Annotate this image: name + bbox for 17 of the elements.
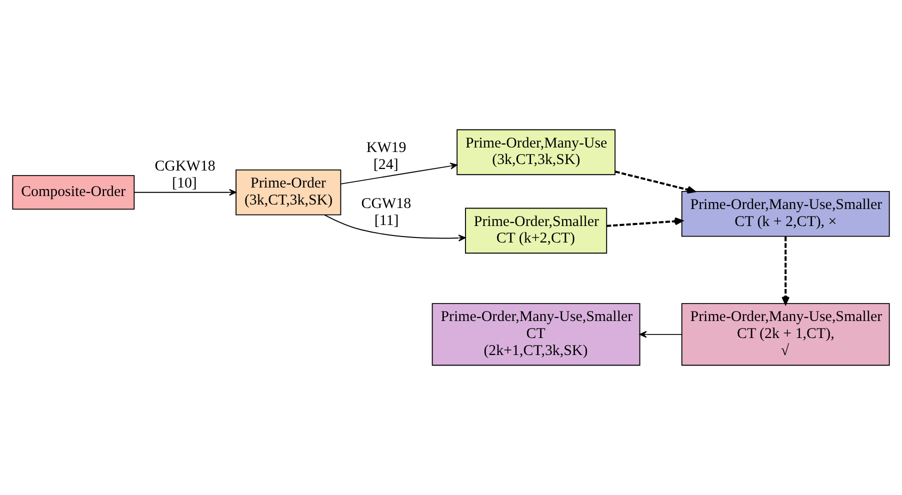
arrow	[340, 162, 458, 184]
arrow	[324, 214, 466, 242]
node-box: Prime-Order,Smaller CT (k+2,CT)	[465, 208, 608, 254]
arrow	[639, 331, 682, 338]
node-box: Composite-Order	[12, 175, 135, 210]
node-box: Prime-Order (3k,CT,3k,SK)	[236, 169, 342, 216]
node-box: Prime-Order,Many-Use,Smaller CT (2k + 1,CT), √	[681, 303, 890, 366]
arrow	[134, 188, 236, 196]
edge-label: CGKW18 [10]	[154, 158, 216, 192]
arrow	[615, 170, 696, 194]
node-box: Prime-Order,Many-Use (3k,CT,3k,SK)	[456, 129, 616, 176]
node-box: Prime-Order,Many-Use,Smaller CT (2k+1,CT,3k,SK)	[432, 303, 640, 366]
node-box: Prime-Order,Many-Use,Smaller CT (k + 2,CT), ×	[681, 190, 890, 237]
edge-label: CGW18 [11]	[361, 196, 412, 229]
arrow	[782, 236, 790, 305]
edge-label: KW19 [24]	[366, 140, 406, 173]
arrow	[606, 217, 683, 227]
